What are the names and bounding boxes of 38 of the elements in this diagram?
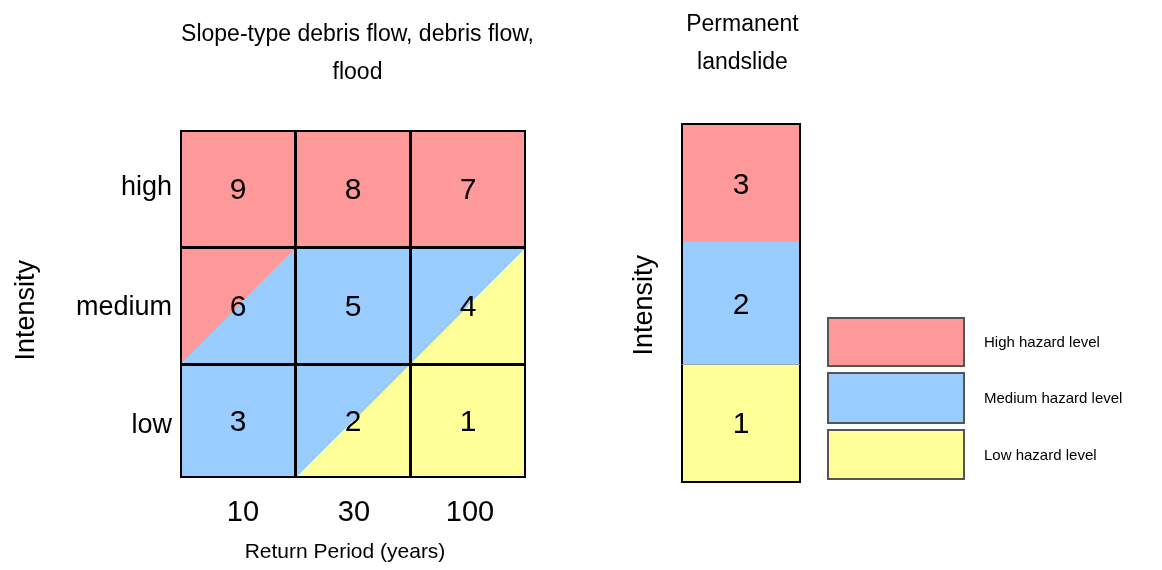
axis-category: high bbox=[119, 170, 172, 203]
matrix-cell bbox=[681, 123, 801, 243]
matrix-cell bbox=[410, 247, 526, 365]
matrix-cell bbox=[295, 364, 411, 478]
matrix-cell bbox=[681, 242, 801, 365]
hazard-score: 6 bbox=[229, 291, 247, 321]
hazard-score: 9 bbox=[229, 174, 247, 204]
axis-category: low bbox=[130, 408, 172, 441]
hazard-score: 2 bbox=[344, 406, 362, 436]
legend-label: Medium hazard level bbox=[984, 388, 1123, 408]
axis-tick-label: 30 bbox=[336, 494, 372, 529]
hazard-score: 3 bbox=[732, 168, 750, 199]
matrix-cell bbox=[180, 247, 296, 365]
axis-tick-label: 100 bbox=[444, 494, 496, 529]
axis-tick-label: 10 bbox=[225, 494, 261, 529]
axis-title: Return Period (years) bbox=[243, 538, 447, 564]
matrix-cell bbox=[180, 364, 296, 478]
legend-label: Low hazard level bbox=[984, 444, 1097, 465]
hazard-score: 4 bbox=[459, 291, 477, 321]
axis-title: Intensity bbox=[8, 259, 41, 361]
hazard-score: 1 bbox=[459, 406, 477, 436]
chart-title: Permanent landslide bbox=[685, 9, 800, 76]
axis-category: medium bbox=[74, 290, 172, 323]
matrix-cell bbox=[295, 247, 411, 365]
matrix-cell bbox=[410, 130, 526, 248]
hazard-score: 3 bbox=[229, 406, 247, 436]
matrix-cell bbox=[410, 364, 526, 478]
axis-title: Intensity bbox=[626, 254, 659, 356]
matrix-cell bbox=[180, 130, 296, 248]
hazard-score: 2 bbox=[732, 288, 750, 319]
matrix-cell bbox=[295, 130, 411, 248]
legend-label: High hazard level bbox=[984, 332, 1100, 352]
matrix-cell bbox=[681, 364, 801, 483]
hazard-score: 5 bbox=[344, 291, 362, 321]
hazard-score: 1 bbox=[732, 408, 750, 438]
hazard-score: 7 bbox=[459, 174, 477, 204]
chart-title: Slope-type debris flow, debris flow, flood bbox=[180, 19, 535, 86]
hazard-score: 8 bbox=[344, 174, 362, 204]
